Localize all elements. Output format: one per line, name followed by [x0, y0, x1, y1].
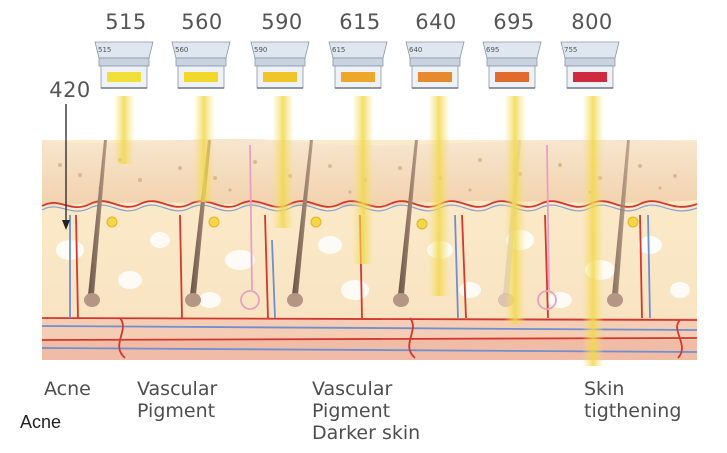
beam-800 — [582, 96, 604, 366]
hair-follicle — [84, 140, 107, 307]
label-acne-secondary: Acne — [20, 412, 62, 432]
light-beams — [113, 96, 604, 366]
filter-head-590: 590 — [250, 41, 310, 89]
filter-head-615: 615 — [328, 41, 388, 89]
filter-tag-text: 590 — [254, 46, 267, 54]
wavelength-label: 640 — [415, 10, 457, 34]
beam-615 — [352, 96, 374, 264]
label-skin-line2: tigthening — [584, 400, 682, 422]
label-vascular-pigment-line2: Pigment — [137, 400, 216, 422]
wavelength-label: 615 — [339, 10, 381, 34]
filter-head-515: 515 — [94, 41, 154, 89]
beam-640 — [428, 96, 450, 296]
hair-follicle — [287, 140, 313, 307]
beam-560 — [193, 96, 215, 202]
label-vascular-darker-line1: Vascular — [312, 378, 393, 400]
filter-tag-text: 515 — [98, 46, 111, 54]
filter-tag-text: 755 — [564, 46, 577, 54]
filter-head-560: 560 — [171, 41, 231, 89]
beam-590 — [272, 96, 294, 228]
filter-tag-text: 615 — [332, 46, 345, 54]
filter-tag-text: 640 — [409, 46, 422, 54]
wavelength-label: 515 — [105, 10, 147, 34]
label-vascular-darker-line2: Pigment — [312, 400, 391, 422]
filter-tag-text: 560 — [175, 46, 188, 54]
sweat-glands — [240, 144, 557, 310]
hair-follicle — [393, 140, 418, 307]
filter-head-755: 755 — [560, 41, 620, 89]
wavelength-label: 590 — [261, 10, 303, 34]
filter-tag-text: 695 — [486, 46, 499, 54]
filter-head-695: 695 — [482, 41, 542, 89]
label-skin-line1: Skin — [584, 378, 625, 400]
beam-515 — [113, 96, 135, 164]
filter-head-640: 640 — [405, 41, 465, 89]
sebaceous-glands — [106, 216, 639, 230]
wavelength-label: 800 — [571, 10, 613, 34]
label-vascular-darker-line3: Darker skin — [312, 422, 421, 444]
acne-wavelength-label: 420 — [49, 78, 91, 102]
label-acne: Acne — [44, 378, 91, 400]
hair-follicle — [607, 140, 630, 307]
wavelength-label: 560 — [181, 10, 223, 34]
acne-arrow — [62, 104, 70, 230]
label-vascular-pigment-line1: Vascular — [137, 378, 218, 400]
filter-heads: 515 560 590 615 640 695 755 — [94, 41, 620, 89]
wavelength-label: 695 — [493, 10, 535, 34]
beam-695 — [504, 96, 526, 324]
